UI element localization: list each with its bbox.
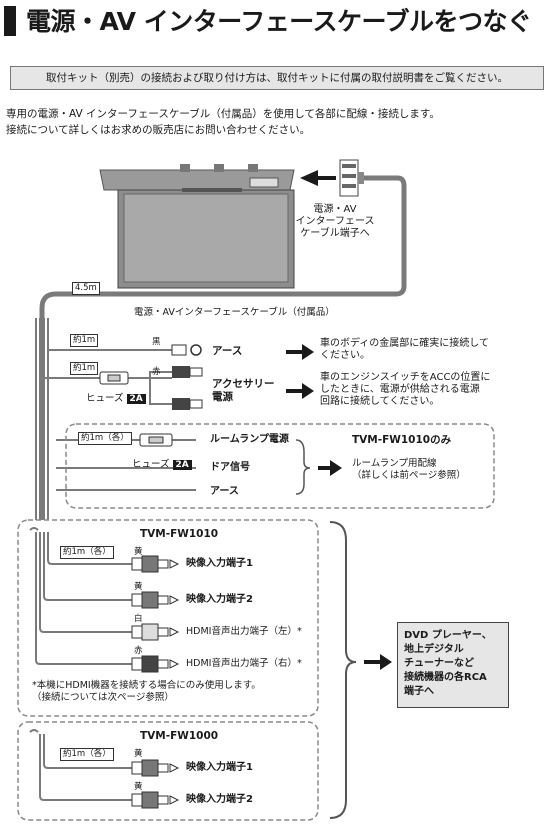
fw1000-video2: 映像入力端子2 <box>186 794 253 805</box>
fw1000-box <box>17 721 319 821</box>
rca-destination-line-4: 接続機器の各RCA <box>404 672 487 683</box>
fw1010-note-line-1: *本機にHDMI機器を接続する場合にのみ使用します。 <box>32 680 261 691</box>
fw1010-heading: TVM-FW1010 <box>140 528 219 540</box>
brace-room-lamp <box>295 439 311 495</box>
room-lamp-desc-line-1: ルームランプ用配線 <box>352 458 437 469</box>
acc-desc-line-3: 回路に接続してください。 <box>320 396 440 407</box>
fw1010-color-4: 赤 <box>134 646 143 656</box>
intro-line-1: 専用の電源・AV インターフェースケーブル（付属品）を使用して各部に配線・接続し… <box>6 108 440 120</box>
acc-desc-line-1: 車のエンジンスイッチをACCの位置に <box>320 372 491 383</box>
fuse-icon-room-lamp <box>139 433 173 447</box>
page-title: 電源・AV インターフェースケーブルをつなぐ <box>26 7 532 36</box>
acc-connector-icon <box>149 366 203 410</box>
fw1000-color-2: 黄 <box>134 782 143 792</box>
acc-label: アクセサリー 電源 <box>212 378 274 404</box>
earth-desc-line-1: 車のボディの金属部に確実に接続して <box>320 338 489 349</box>
room-lamp-desc: ルームランプ用配線 （詳しくは前ページ参照） <box>352 458 466 482</box>
acc-label-line-1: アクセサリー <box>212 378 275 390</box>
intro-line-2: 接続について詳しくはお求めの販売店にお問い合わせください。 <box>6 124 311 136</box>
fw1010-color-3: 白 <box>134 614 143 624</box>
acc-fuse-rating: 2A <box>126 394 146 404</box>
cable-length-tag: 4.5m <box>72 282 100 295</box>
rca-destination-line-1: DVD プレーヤー、 <box>404 630 492 641</box>
av-connector <box>339 159 364 197</box>
acc-desc: 車のエンジンスイッチをACCの位置に したときに、電源が供給される電源 回路に接… <box>320 372 490 408</box>
fw1010-length-tag: 約1m（各） <box>60 546 114 559</box>
fuse-icon-acc <box>99 371 129 385</box>
acc-fuse-text: ヒューズ <box>86 393 124 404</box>
acc-desc-line-2: したときに、電源が供給される電源 <box>320 384 480 395</box>
monitor-terminal-label: 電源・AV インターフェース ケーブル端子へ <box>287 204 383 240</box>
fw1000-video1: 映像入力端子1 <box>186 762 253 773</box>
arrow-to-monitor <box>300 170 336 186</box>
fw1010-rca-wires <box>29 527 132 665</box>
door-signal-label: ドア信号 <box>210 462 250 473</box>
room-earth-label: アース <box>210 486 239 497</box>
rca-destination-line-2: 地上デジタル <box>404 644 464 655</box>
fw1010-note: *本機にHDMI機器を接続する場合にのみ使用します。 （接続については次ページ参… <box>32 680 261 704</box>
earth-color: 黒 <box>152 337 161 347</box>
fw1000-length-tag: 約1m（各） <box>60 748 114 761</box>
fw1010-box <box>17 519 319 717</box>
earth-length-tag: 約1m <box>70 334 99 347</box>
main-cable <box>39 175 407 520</box>
room-lamp-fuse-rating: 2A <box>172 460 192 470</box>
brace-rca <box>329 521 357 819</box>
room-lamp-fuse-text: ヒューズ <box>132 459 170 470</box>
room-lamp-desc-line-2: （詳しくは前ページ参照） <box>352 470 466 481</box>
earth-terminal-icon <box>171 344 202 356</box>
intro-text: 専用の電源・AV インターフェースケーブル（付属品）を使用して各部に配線・接続し… <box>6 106 440 138</box>
rca-destination-box: DVD プレーヤー、 地上デジタル チューナーなど 接続機器の各RCA 端子へ <box>397 622 509 708</box>
rca-destination-line-3: チューナーなど <box>404 658 474 669</box>
kit-notice: 取付キット（別売）の接続および取り付け方は、取付キットに付属の取付説明書をご覧く… <box>10 66 544 90</box>
fw1010-note-line-2: （接続については次ページ参照） <box>32 692 174 703</box>
arrow-earth <box>286 344 314 360</box>
fw1010-only-box <box>65 423 495 509</box>
acc-color: 赤 <box>152 367 161 377</box>
earth-label: アース <box>212 345 243 357</box>
fw1010-video1: 映像入力端子1 <box>186 558 253 569</box>
monitor-terminal-line-1: 電源・AV <box>313 204 357 215</box>
cable-bundle <box>35 318 196 520</box>
fw1010-hdmi-right: HDMI音声出力端子（右）* <box>186 658 302 669</box>
arrow-room-lamp <box>318 460 342 476</box>
fw1010-rca-plugs <box>131 555 180 673</box>
earth-desc-line-2: ください。 <box>320 350 370 361</box>
fw1000-rca-plugs <box>131 759 180 809</box>
fw1010-hdmi-left: HDMI音声出力端子（左）* <box>186 626 302 637</box>
monitor-terminal-line-2: インターフェース <box>295 216 375 227</box>
fw1010-color-2: 黄 <box>134 582 143 592</box>
fw1010-only-heading: TVM-FW1010のみ <box>352 434 452 446</box>
fw1000-color-1: 黄 <box>134 749 143 759</box>
acc-label-line-2: 電源 <box>212 391 233 403</box>
monitor-terminal-line-3: ケーブル端子へ <box>300 228 370 239</box>
title-marker <box>4 6 16 36</box>
arrow-acc <box>286 383 314 399</box>
fw1000-heading: TVM-FW1000 <box>140 730 219 742</box>
fw1010-video2: 映像入力端子2 <box>186 594 253 605</box>
room-lamp-label: ルームランプ電源 <box>210 434 289 445</box>
acc-length-tag: 約1m <box>70 362 99 375</box>
fw1000-rca-wires <box>29 729 132 801</box>
room-lamp-length-tag: 約1m（各） <box>78 432 132 445</box>
arrow-rca <box>364 654 392 670</box>
earth-desc: 車のボディの金属部に確実に接続して ください。 <box>320 338 489 362</box>
monitor-illustration <box>99 164 295 289</box>
cable-name: 電源・AVインターフェースケーブル（付属品） <box>134 307 335 318</box>
fw1010-color-1: 黄 <box>134 547 143 557</box>
rca-destination-line-5: 端子へ <box>404 686 434 697</box>
